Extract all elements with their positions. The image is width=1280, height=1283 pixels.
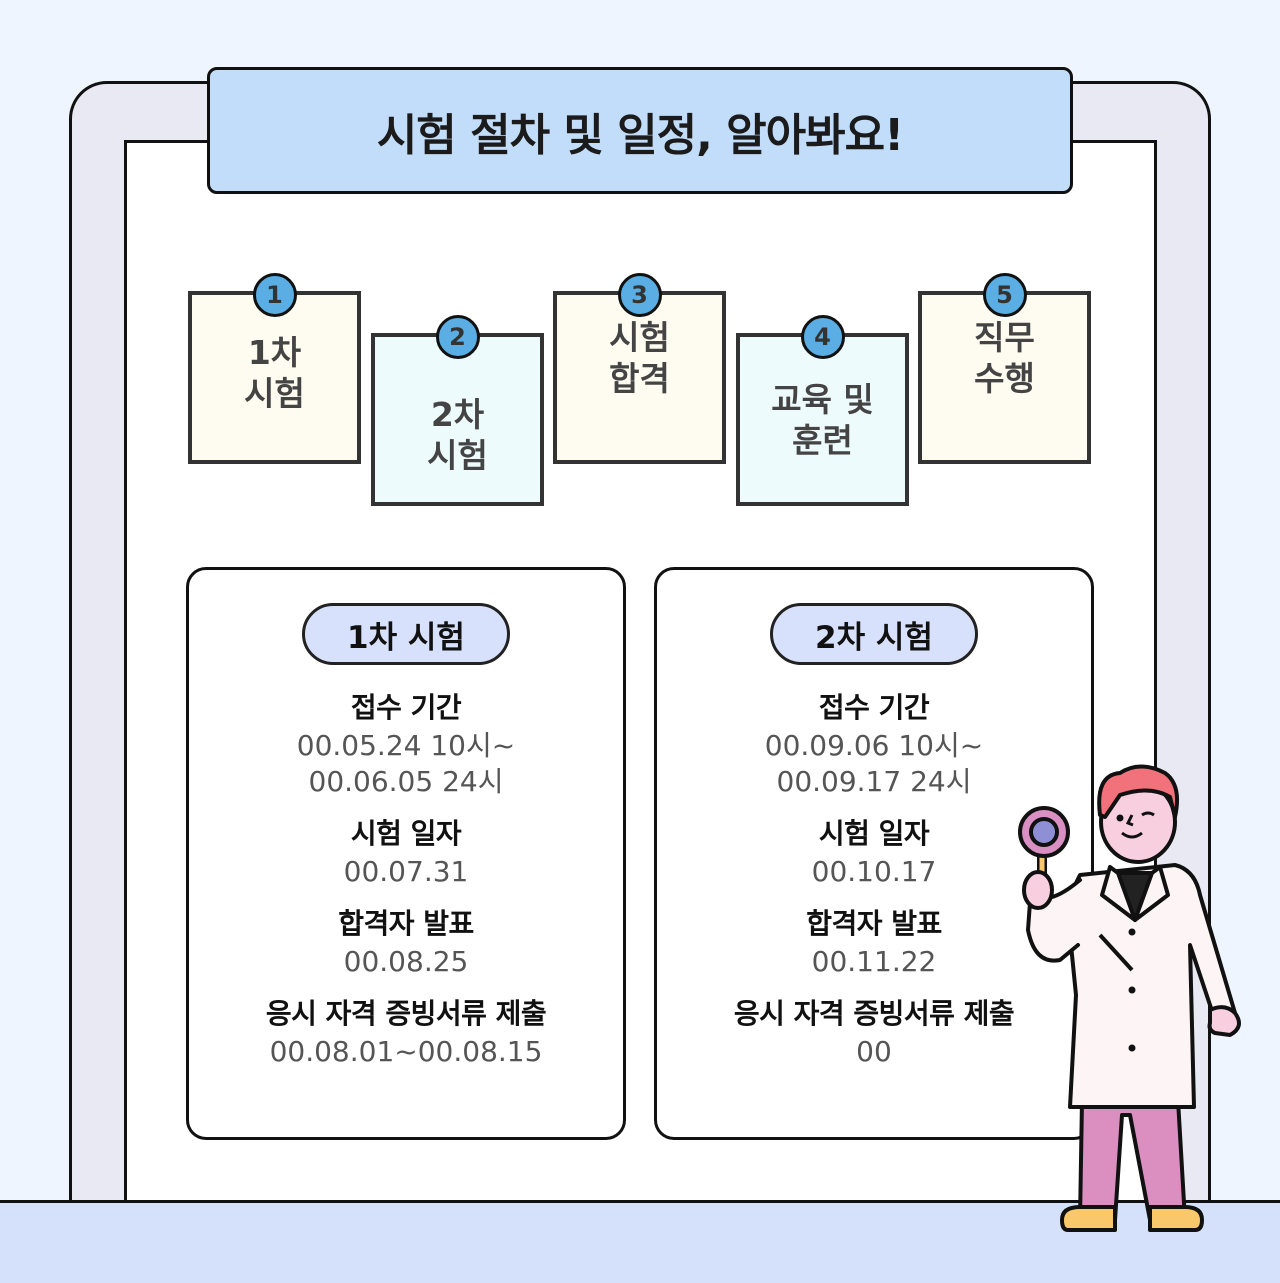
row-value-application-period: 00.05.24 10시~ 00.06.05 24시	[296, 729, 516, 798]
doctor-with-magnifier-icon	[1018, 764, 1241, 1232]
card-title-pill: 1차 시험	[302, 603, 510, 665]
step-number-badge: 5	[982, 273, 1027, 317]
row-value-application-period: 00.09.06 10시~ 00.09.17 24시	[764, 729, 984, 798]
row-value-results: 00.11.22	[811, 945, 937, 978]
row-label-documents: 응시 자격 증빙서류 제출	[265, 997, 547, 1030]
step-5: 5 직무 수행	[918, 273, 1091, 464]
step-number-badge: 3	[617, 273, 662, 317]
step-number-badge: 4	[800, 315, 845, 359]
row-label-application-period: 접수 기간	[818, 691, 930, 724]
row-value-results: 00.08.25	[343, 945, 469, 978]
exam-card-1: 1차 시험 접수 기간 00.05.24 10시~ 00.06.05 24시 시…	[186, 567, 626, 1140]
step-label: 2차 시험	[427, 394, 488, 475]
row-value-exam-date: 00.10.17	[811, 855, 937, 888]
step-label: 직무 수행	[974, 317, 1035, 398]
card-title-pill: 2차 시험	[770, 603, 978, 665]
step-4: 4 교육 및 훈련	[736, 315, 909, 506]
row-value-documents: 00	[856, 1035, 892, 1068]
row-value-exam-date: 00.07.31	[343, 855, 469, 888]
title-banner: 시험 절차 및 일정, 알아봐요!	[207, 67, 1073, 194]
step-number-badge: 2	[435, 315, 480, 359]
row-label-documents: 응시 자격 증빙서류 제출	[733, 997, 1015, 1030]
step-label: 시험 합격	[609, 317, 670, 398]
row-label-results: 합격자 발표	[338, 907, 474, 940]
step-1: 1 1차 시험	[188, 273, 361, 464]
step-number-badge: 1	[252, 273, 297, 317]
step-2: 2 2차 시험	[371, 315, 544, 506]
step-label: 1차 시험	[244, 332, 305, 413]
row-label-application-period: 접수 기간	[350, 691, 462, 724]
page-title: 시험 절차 및 일정, 알아봐요!	[376, 109, 904, 161]
step-3: 3 시험 합격	[553, 273, 726, 464]
row-value-documents: 00.08.01~00.08.15	[269, 1035, 543, 1068]
row-label-exam-date: 시험 일자	[818, 817, 930, 850]
row-label-exam-date: 시험 일자	[350, 817, 462, 850]
row-label-results: 합격자 발표	[806, 907, 942, 940]
step-label: 교육 및 훈련	[771, 379, 874, 460]
exam-card-2: 2차 시험 접수 기간 00.09.06 10시~ 00.09.17 24시 시…	[654, 567, 1094, 1140]
